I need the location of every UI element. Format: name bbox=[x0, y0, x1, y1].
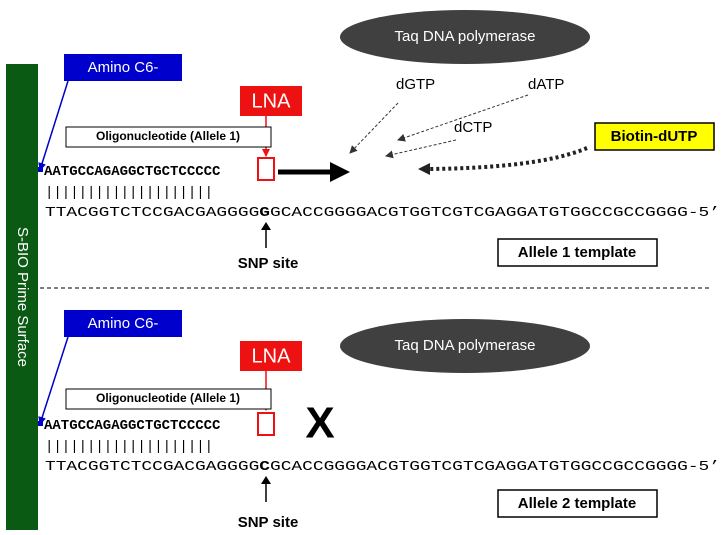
polymerase-label: Taq DNA polymerase bbox=[395, 28, 536, 45]
polymerase-ellipse bbox=[340, 10, 590, 64]
primer-sequence: AATGCCAGAGGCTGCTCCCCC bbox=[44, 418, 221, 434]
pairing-bars: |||||||||||||||||||| bbox=[45, 185, 213, 201]
lna-box bbox=[240, 86, 302, 116]
lna-label: LNA bbox=[252, 345, 292, 367]
biotin-arrowhead bbox=[418, 163, 430, 175]
dctp-arrow bbox=[385, 139, 457, 159]
nucleotide-datp: dATP bbox=[528, 76, 564, 93]
amino-label: Amino C6- bbox=[88, 59, 159, 76]
biotin-arrow bbox=[427, 146, 588, 171]
template-snp-base: C bbox=[259, 459, 270, 475]
oligo-box bbox=[65, 126, 272, 148]
top-panel: Taq DNA polymerase Amino C6- LNA Oligonu… bbox=[38, 10, 720, 272]
amino-label: Amino C6- bbox=[88, 315, 159, 332]
snp-arrowhead bbox=[261, 222, 271, 230]
oligo-label: Oligonucleotide (Allele 1) bbox=[96, 129, 240, 143]
template-suffix: GCACCGGGGACGTGGTCGTCGAGGATGTGGCCGCCGGGG-… bbox=[270, 205, 720, 221]
surface-label: S-BIO Prime Surface bbox=[14, 227, 31, 367]
snp-label: SNP site bbox=[238, 255, 299, 272]
template-label-box bbox=[497, 489, 658, 518]
amino-arrow bbox=[38, 336, 69, 425]
pairing-bars: |||||||||||||||||||| bbox=[45, 439, 213, 455]
bottom-panel: Taq DNA polymerase Amino C6- LNA Oligonu… bbox=[38, 310, 720, 531]
lna-label: LNA bbox=[252, 90, 292, 112]
template-label: Allele 2 template bbox=[518, 495, 636, 512]
lna-box bbox=[240, 341, 302, 371]
block-mark: X bbox=[305, 399, 334, 448]
amino-box bbox=[64, 54, 182, 81]
surface-bar bbox=[6, 64, 38, 530]
datp-arrow bbox=[397, 94, 529, 142]
snp-arrowhead bbox=[261, 476, 271, 484]
template-label: Allele 1 template bbox=[518, 244, 636, 261]
amino-arrow bbox=[38, 80, 69, 171]
biotin-box bbox=[594, 122, 715, 151]
template-prefix: TTACGGTCTCCGACGAGGGG bbox=[45, 459, 259, 475]
amino-box bbox=[64, 310, 182, 337]
dgtp-arrow bbox=[349, 102, 399, 154]
template-snp-base: G bbox=[259, 205, 270, 221]
extension-arrow-head bbox=[330, 162, 350, 182]
snp-label: SNP site bbox=[238, 514, 299, 531]
polymerase-ellipse bbox=[340, 319, 590, 373]
template-label-box bbox=[497, 238, 658, 267]
primer-attach-dot bbox=[38, 421, 43, 426]
oligo-box bbox=[65, 388, 272, 410]
polymerase-label: Taq DNA polymerase bbox=[395, 337, 536, 354]
nucleotide-dctp: dCTP bbox=[454, 119, 492, 136]
lna-base-box bbox=[257, 157, 275, 181]
oligo-label: Oligonucleotide (Allele 1) bbox=[96, 391, 240, 405]
biotin-label: Biotin-dUTP bbox=[611, 128, 698, 145]
primer-sequence: AATGCCAGAGGCTGCTCCCCC bbox=[44, 164, 221, 180]
lna-base-box bbox=[257, 412, 275, 436]
template-suffix: GCACCGGGGACGTGGTCGTCGAGGATGTGGCCGCCGGGG-… bbox=[270, 459, 720, 475]
template-prefix: TTACGGTCTCCGACGAGGGG bbox=[45, 205, 259, 221]
primer-attach-dot bbox=[38, 167, 43, 172]
nucleotide-dgtp: dGTP bbox=[396, 76, 435, 93]
